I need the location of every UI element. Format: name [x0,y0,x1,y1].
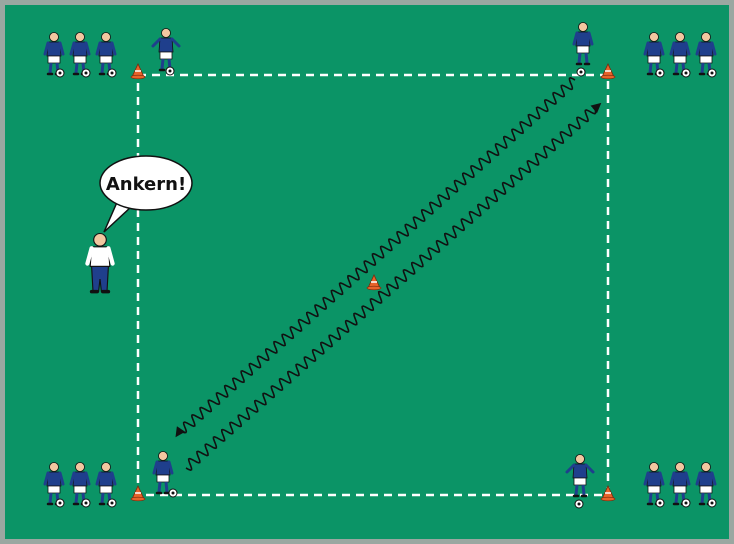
soccer-ball-icon [108,499,116,507]
soccer-ball-icon [166,67,174,75]
soccer-ball-icon [682,69,690,77]
soccer-ball-icon [682,499,690,507]
soccer-ball-icon [656,499,664,507]
soccer-ball-icon [575,500,583,508]
soccer-ball-icon [82,499,90,507]
soccer-ball-icon [56,499,64,507]
soccer-ball-icon [656,69,664,77]
soccer-ball-icon [708,69,716,77]
soccer-ball-icon [169,489,177,497]
soccer-ball-icon [577,68,585,76]
soccer-ball-icon [56,69,64,77]
soccer-ball-icon [708,499,716,507]
soccer-ball-icon [82,69,90,77]
soccer-ball-icon [108,69,116,77]
speech-bubble-text: Ankern! [106,174,186,195]
